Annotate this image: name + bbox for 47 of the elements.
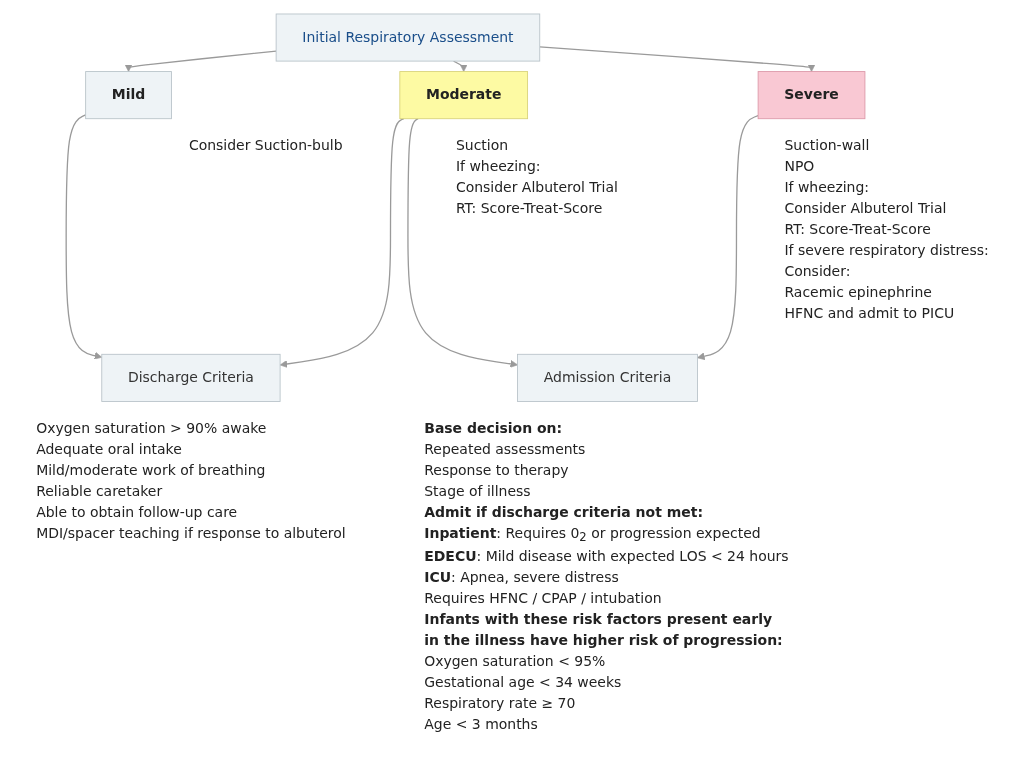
node-label: Oxygen saturation < 95% xyxy=(423,652,605,669)
arrow xyxy=(696,114,759,360)
node-label: Respiratory rate ≥ 70 xyxy=(423,694,575,711)
node-label: Consider Albuterol Trial xyxy=(455,178,618,195)
node-label: If wheezing: xyxy=(784,178,869,195)
node-label: Age < 3 months xyxy=(423,715,538,732)
node-label: Response to therapy xyxy=(423,461,569,478)
node-label: NPO xyxy=(784,157,814,175)
node-label: If severe respiratory distress: xyxy=(784,241,989,258)
node-label: Base decision on: xyxy=(423,419,562,436)
node-label: HFNC and admit to PICU xyxy=(784,304,954,321)
node-label: Racemic epinephrine xyxy=(784,283,932,300)
node-label: Consider: xyxy=(784,262,850,279)
arrow xyxy=(406,117,518,368)
node-label: RT: Score-Treat-Score xyxy=(455,199,602,216)
node-label: Able to obtain follow-up care xyxy=(35,503,237,520)
node-box: Severe xyxy=(757,70,865,119)
arrow xyxy=(452,59,468,72)
node-box: Admission Criteria xyxy=(516,353,698,402)
node-label: EDECU: Mild disease with expected LOS < 24 hours xyxy=(423,547,789,565)
node-label: ICU: Apnea, severe distress xyxy=(423,568,619,586)
node-label: RT: Score-Treat-Score xyxy=(784,220,931,237)
node-label: MDI/spacer teaching if response to albuterol xyxy=(35,523,346,541)
arrow xyxy=(279,117,405,368)
node-label: If wheezing: xyxy=(455,157,541,175)
node-label: Oxygen saturation > 90% awake xyxy=(35,419,266,436)
node-box: Discharge Criteria xyxy=(100,353,281,402)
node-label: Infants with these risk factors present early in the illness have higher risk of progression: xyxy=(423,610,783,649)
node-label: Consider Suction-bulb xyxy=(188,136,343,154)
node-label: Suction xyxy=(455,136,508,154)
node-label: Adequate oral intake xyxy=(35,440,182,457)
node-label: Requires HFNC / CPAP / intubation xyxy=(423,589,662,607)
node-label: Repeated assessments xyxy=(423,440,585,457)
node-label: Suction-wall xyxy=(784,136,869,154)
node-label: Admit if discharge criteria not met: xyxy=(423,503,703,520)
node-box: Moderate xyxy=(398,70,528,119)
node-label: Stage of illness xyxy=(423,482,531,499)
node-label: Reliable caretaker xyxy=(35,482,162,499)
node-label: Mild/moderate work of breathing xyxy=(35,461,265,478)
node-label: Consider Albuterol Trial xyxy=(784,199,946,216)
arrow xyxy=(538,45,815,72)
arrow xyxy=(65,113,102,359)
node-label: Gestational age < 34 weeks xyxy=(423,673,621,690)
node-box: Mild xyxy=(84,70,172,119)
node-label: Inpatient: Requires 0$_{2}$ or progression expected xyxy=(423,523,761,544)
node-box: Initial Respiratory Assessment xyxy=(275,13,540,62)
arrow xyxy=(124,49,277,72)
